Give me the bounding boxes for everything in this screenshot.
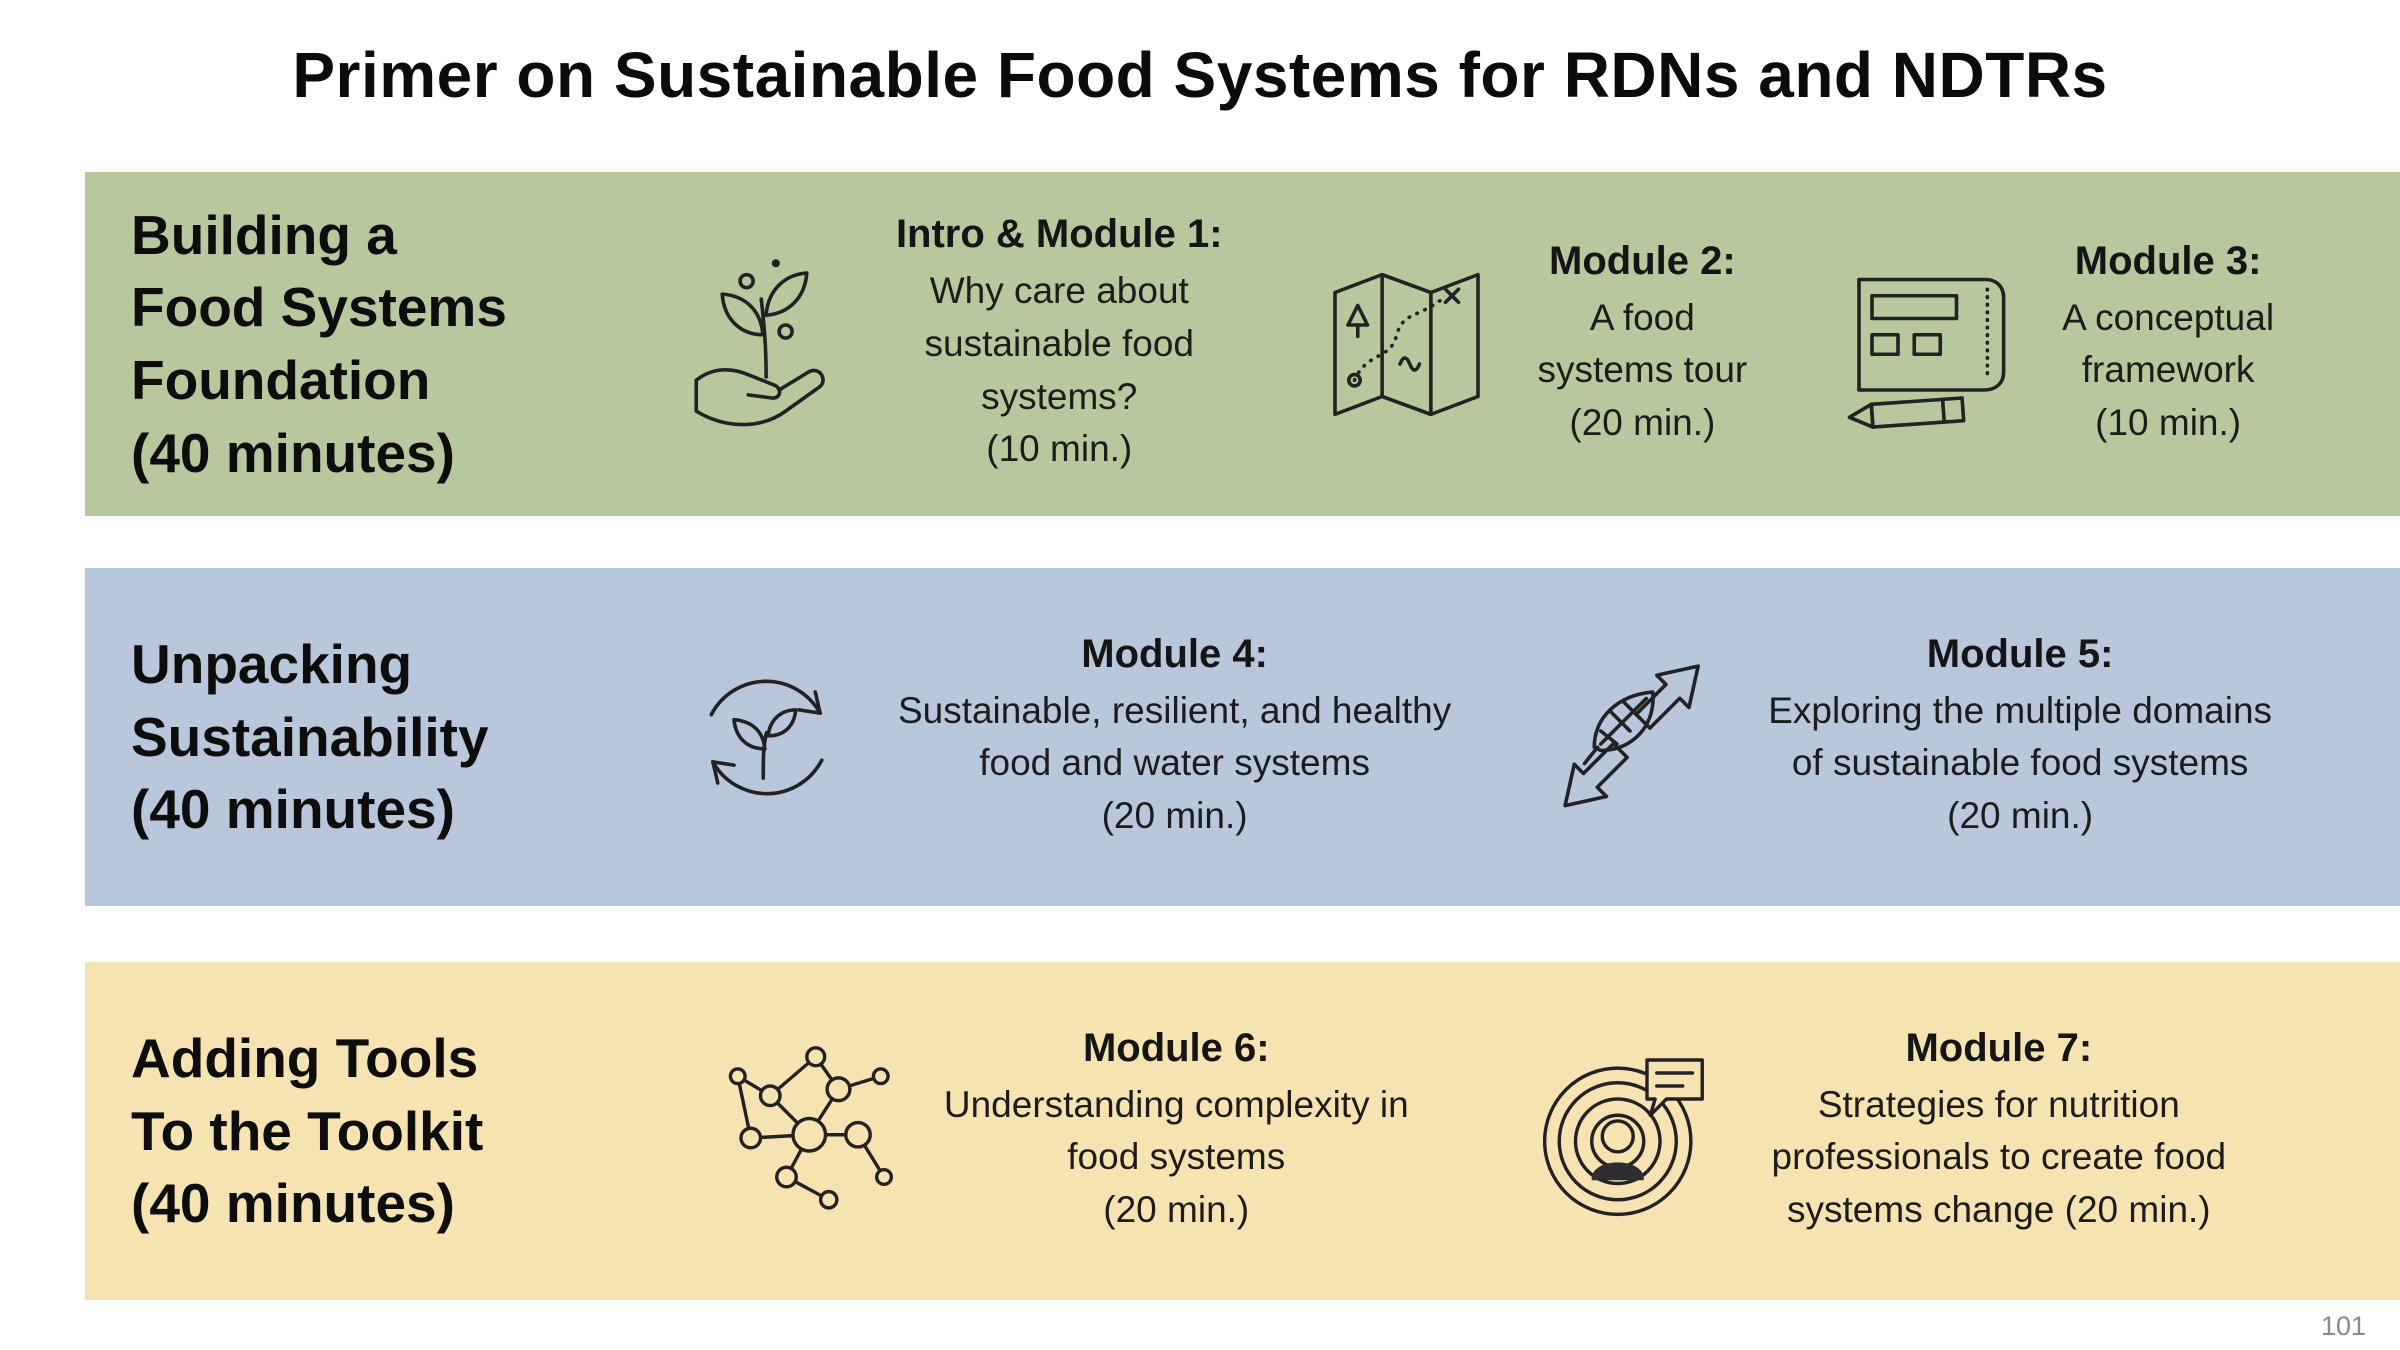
module-text: Intro & Module 1: Why care about sustain… [896, 212, 1223, 475]
modules-row: Module 4: Sustainable, resilient, and he… [581, 632, 2400, 843]
module-heading: Module 6: [1082, 1025, 1270, 1070]
module-text: Module 6: Understanding complexity in fo… [944, 1026, 1409, 1237]
section-title: Adding Tools To the Toolkit (40 minutes) [131, 1027, 484, 1235]
map-icon [1309, 247, 1504, 442]
leaf-exchange-arrows-icon [1539, 640, 1734, 835]
section-title: Building a Food Systems Foundation (40 m… [131, 203, 507, 484]
module-body: A conceptual framework (10 min.) [2062, 296, 2275, 443]
module-text: Module 4: Sustainable, resilient, and he… [898, 632, 1451, 843]
module-5: Module 5: Exploring the multiple domains… [1539, 632, 2272, 843]
outreach-broadcast-icon [1543, 1034, 1738, 1229]
module-text: Module 3: A conceptual framework (10 min… [2062, 239, 2274, 450]
modules-row: Intro & Module 1: Why care about sustain… [581, 212, 2400, 475]
module-6: Module 6: Understanding complexity in fo… [715, 1026, 1409, 1237]
module-4: Module 4: Sustainable, resilient, and he… [669, 632, 1451, 843]
module-heading: Intro & Module 1: [895, 212, 1223, 257]
module-text: Module 5: Exploring the multiple domains… [1768, 632, 2272, 843]
module-heading: Module 7: [1905, 1025, 2093, 1070]
network-nodes-icon [715, 1034, 910, 1229]
module-3: Module 3: A conceptual framework (10 min… [1833, 239, 2274, 450]
module-body: Sustainable, resilient, and healthy food… [897, 689, 1452, 836]
cycle-leaves-icon [669, 640, 864, 835]
module-body: A food systems tour (20 min.) [1537, 296, 1748, 443]
module-text: Module 7: Strategies for nutrition profe… [1772, 1026, 2227, 1237]
scroll-framework-icon [1833, 247, 2028, 442]
module-7: Module 7: Strategies for nutrition profe… [1543, 1026, 2227, 1237]
modules-row: Module 6: Understanding complexity in fo… [581, 1026, 2400, 1237]
module-text: Module 2: A food systems tour (20 min.) [1538, 239, 1748, 450]
module-heading: Module 4: [1081, 631, 1268, 676]
module-2: Module 2: A food systems tour (20 min.) [1309, 239, 1748, 450]
module-body: Understanding complexity in food systems… [943, 1083, 1409, 1230]
hand-plant-icon [667, 247, 862, 442]
module-heading: Module 3: [2074, 238, 2262, 283]
page-number: 101 [2320, 1311, 2366, 1341]
module-heading: Module 5: [1926, 631, 2114, 676]
module-body: Exploring the multiple domains of sustai… [1768, 689, 2273, 836]
slide-title: Primer on Sustainable Food Systems for R… [292, 39, 2108, 111]
module-heading: Module 2: [1549, 238, 1736, 283]
module-body: Why care about sustainable food systems?… [924, 270, 1194, 470]
module-body: Strategies for nutrition professionals t… [1771, 1083, 2227, 1230]
section-title: Unpacking Sustainability (40 minutes) [131, 633, 489, 841]
section-adding-tools: Adding Tools To the Toolkit (40 minutes) [85, 962, 2400, 1300]
section-unpacking-sustainability: Unpacking Sustainability (40 minutes) [85, 568, 2400, 906]
module-intro-1: Intro & Module 1: Why care about sustain… [667, 212, 1223, 475]
section-building-foundation: Building a Food Systems Foundation (40 m… [85, 172, 2400, 516]
